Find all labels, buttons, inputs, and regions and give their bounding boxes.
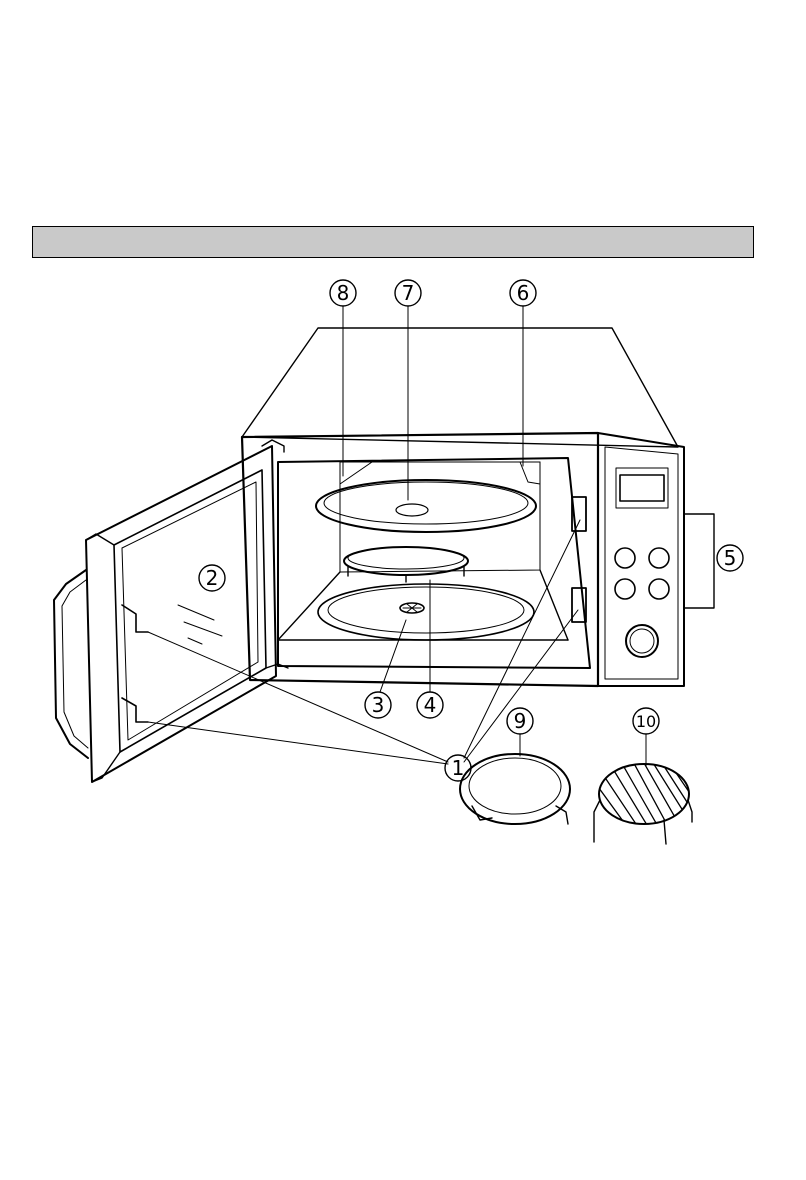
callout-8: 8 xyxy=(330,280,356,306)
callout-6: 6 xyxy=(510,280,536,306)
oven-cavity xyxy=(278,458,590,668)
glass-tray xyxy=(316,480,536,532)
display-window xyxy=(620,475,664,501)
turntable-ring xyxy=(344,547,468,582)
svg-text:7: 7 xyxy=(402,281,415,305)
callout-3: 3 xyxy=(365,692,391,718)
svg-text:8: 8 xyxy=(337,281,350,305)
svg-text:6: 6 xyxy=(517,281,530,305)
floor-ellipses xyxy=(318,584,534,640)
svg-text:10: 10 xyxy=(636,712,656,731)
callout-5: 5 xyxy=(717,545,743,571)
grill-rack xyxy=(594,756,700,844)
svg-text:4: 4 xyxy=(424,693,437,717)
svg-text:1: 1 xyxy=(452,756,465,780)
svg-text:9: 9 xyxy=(514,709,527,733)
leader-lines xyxy=(148,306,646,766)
door xyxy=(54,440,288,782)
svg-text:2: 2 xyxy=(206,566,219,590)
callout-10: 10 xyxy=(633,708,659,734)
control-panel xyxy=(598,433,714,686)
callout-2: 2 xyxy=(199,565,225,591)
callout-9: 9 xyxy=(507,708,533,734)
accessory-ring xyxy=(460,754,570,824)
svg-text:3: 3 xyxy=(372,693,385,717)
callout-4: 4 xyxy=(417,692,443,718)
cabinet xyxy=(242,328,678,686)
callout-1: 1 xyxy=(445,755,471,781)
callout-7: 7 xyxy=(395,280,421,306)
svg-text:5: 5 xyxy=(724,546,737,570)
